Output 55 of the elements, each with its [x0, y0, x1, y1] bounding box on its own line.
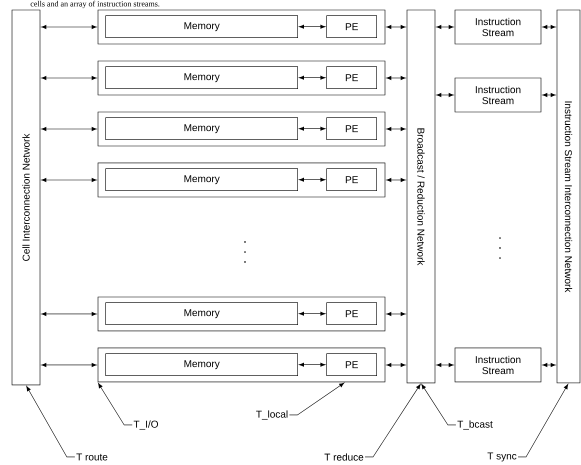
pe-box: PE — [326, 168, 377, 191]
instruction-stream-box: Instruction Stream — [454, 10, 542, 44]
arrow — [41, 362, 97, 368]
leader-label: T_local — [256, 410, 288, 420]
leader-line — [98, 383, 132, 426]
arrow — [542, 24, 556, 30]
memory-box: Memory — [105, 117, 298, 140]
leader-label: T_bcast — [457, 420, 493, 430]
arrow — [298, 24, 326, 29]
memory-box: Memory — [105, 353, 298, 376]
arrow — [41, 24, 97, 30]
leader-label: T_I/O — [134, 420, 158, 430]
leader-line — [518, 384, 568, 458]
arrow — [41, 178, 97, 182]
arrow — [386, 24, 406, 30]
arrow — [436, 24, 454, 30]
network-bar: Cell Interconnection Network — [12, 10, 40, 386]
arrow — [542, 92, 556, 98]
arrow — [298, 362, 326, 367]
leader-label: T sync — [488, 452, 516, 462]
memory-box: Memory — [105, 66, 298, 89]
leader-label: T reduce — [324, 453, 364, 461]
leader-line — [289, 382, 344, 416]
arrow — [542, 362, 556, 368]
pe-box: PE — [326, 66, 377, 89]
arrow — [41, 312, 97, 316]
arrow — [298, 126, 326, 131]
arrow — [41, 126, 97, 132]
pe-box: PE — [326, 353, 377, 376]
leader-line — [364, 384, 421, 458]
leader-line — [421, 384, 456, 426]
arrow — [386, 76, 406, 80]
network-bar: Broadcast / Reduction Network — [406, 10, 436, 384]
instruction-stream-box: Instruction Stream — [454, 78, 542, 112]
instruction-stream-box: Instruction Stream — [454, 348, 542, 382]
arrow — [298, 312, 326, 316]
memory-box: Memory — [105, 15, 298, 38]
arrow — [386, 362, 406, 368]
arrow — [298, 178, 326, 182]
arrow — [386, 312, 406, 316]
arrow — [41, 76, 97, 80]
arrow — [436, 362, 454, 368]
arrow — [386, 178, 406, 182]
arrow — [298, 76, 326, 80]
caption-text: cells and an array of instruction streams. — [30, 0, 160, 8]
memory-box: Memory — [105, 302, 298, 325]
leader-label: T route — [76, 454, 108, 460]
arrow — [436, 92, 454, 98]
network-bar: Instruction Stream Interconnection Network — [556, 10, 580, 384]
pe-box: PE — [326, 15, 377, 38]
arrow — [386, 126, 406, 132]
pe-box: PE — [326, 302, 377, 325]
leader-line — [26, 386, 76, 458]
pe-box: PE — [326, 117, 377, 140]
memory-box: Memory — [105, 168, 298, 191]
